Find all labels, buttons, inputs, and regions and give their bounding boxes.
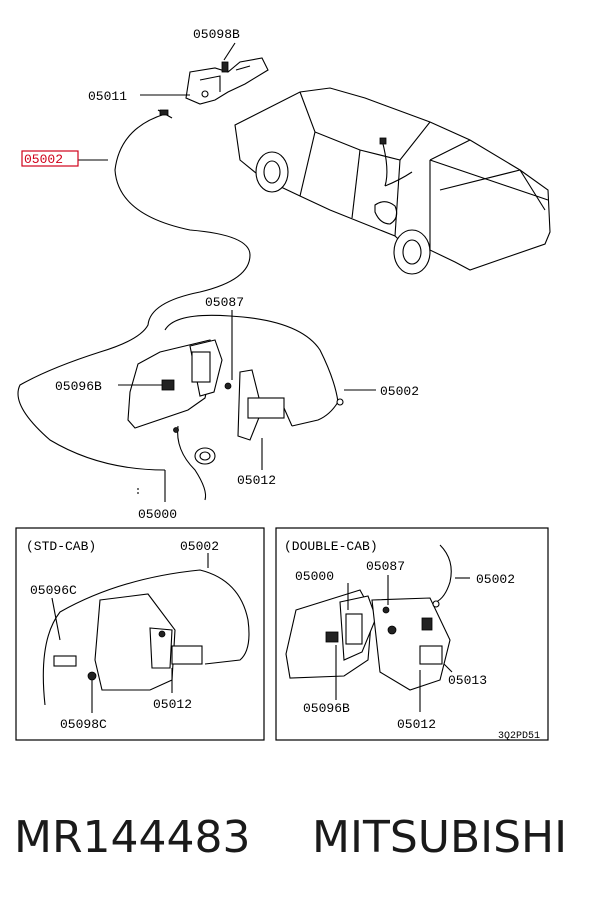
std-label-05098C: 05098C xyxy=(60,717,107,732)
double-label-05002: 05002 xyxy=(476,572,515,587)
label-05002-highlighted: 05002 xyxy=(24,152,63,167)
label-05098B: 05098B xyxy=(193,27,240,42)
std-cab-inset: (STD-CAB) 05002 05096C 05098C 05012 xyxy=(15,527,265,741)
std-label-05002: 05002 xyxy=(180,539,219,554)
double-cab-title: (DOUBLE-CAB) xyxy=(284,539,378,554)
truck-illustration xyxy=(234,87,551,275)
double-label-05013: 05013 xyxy=(448,673,487,688)
product-caption: MR144483 MITSUBISHI xyxy=(0,800,600,880)
label-05096B: 05096B xyxy=(55,379,102,394)
std-label-05096C: 05096C xyxy=(30,583,77,598)
double-label-05000: 05000 xyxy=(295,569,334,584)
release-lever-assembly xyxy=(185,57,269,105)
label-05011: 05011 xyxy=(88,89,127,104)
fuel-lid-main xyxy=(127,339,293,501)
label-05000: 05000 xyxy=(138,507,177,522)
std-cab-title: (STD-CAB) xyxy=(26,539,96,554)
double-label-05087: 05087 xyxy=(366,559,405,574)
brand-name: MITSUBISHI xyxy=(312,812,568,863)
figure-code: 3Q2PD51 xyxy=(498,731,540,742)
fuel-lid-cable-main xyxy=(17,113,251,471)
highlight-box xyxy=(21,150,79,167)
label-05002-right: 05002 xyxy=(380,384,419,399)
label-05012: 05012 xyxy=(237,473,276,488)
double-label-05096B: 05096B xyxy=(303,701,350,716)
label-05087: 05087 xyxy=(205,295,244,310)
double-cab-inset: (DOUBLE-CAB) 05000 05087 05002 05013 050… xyxy=(275,527,549,741)
double-label-05012: 05012 xyxy=(397,717,436,732)
std-label-05012: 05012 xyxy=(153,697,192,712)
part-number: MR144483 xyxy=(14,812,251,863)
